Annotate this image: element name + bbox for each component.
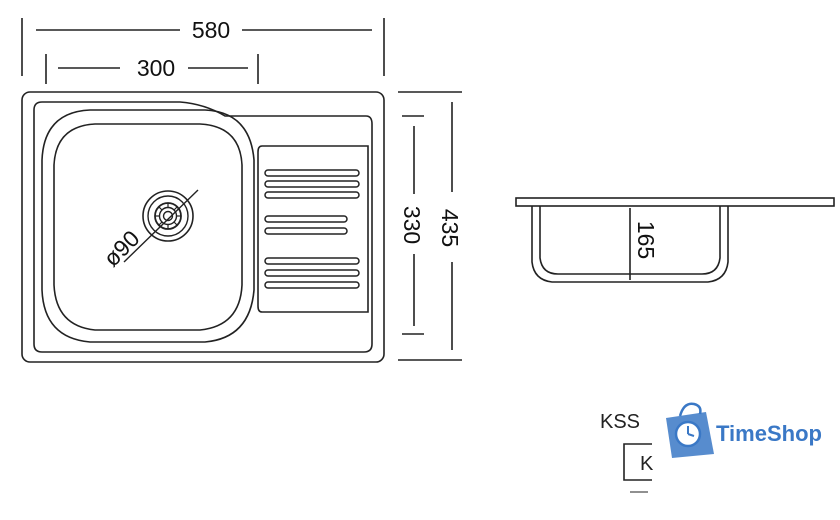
drain-outlet — [142, 190, 194, 242]
drain-grate-teeth — [155, 203, 181, 229]
dimension-bowl-width — [45, 54, 259, 84]
side-view-bowl — [531, 206, 729, 283]
label-drain-diameter: ø90 — [98, 225, 144, 271]
model-box-text: K — [640, 453, 654, 475]
sink-top-view — [21, 91, 385, 363]
label-overall-width: 580 — [192, 17, 230, 43]
sink-side-view — [515, 197, 835, 283]
model-prefix: KSS — [600, 411, 640, 433]
sink-outer-rim — [21, 91, 385, 363]
sink-inner-rim — [33, 101, 373, 353]
drainer-panel — [257, 145, 369, 313]
brand-name: TimeShop — [716, 421, 822, 446]
drainer-ribs — [264, 169, 360, 289]
bowl-outer — [41, 109, 255, 343]
label-bowl-height: 165 — [633, 221, 659, 259]
label-bowl-width: 300 — [137, 55, 175, 81]
label-overall-depth: 435 — [437, 209, 463, 247]
drain-diameter-leader — [123, 189, 199, 263]
shopping-bag-clock-icon — [666, 402, 714, 458]
dimension-overall-depth — [398, 91, 462, 361]
bowl-inner — [53, 123, 243, 331]
label-bowl-depth: 330 — [399, 206, 425, 244]
dimension-bowl-depth — [402, 115, 424, 335]
model-box — [623, 443, 652, 493]
dimension-overall-width — [21, 18, 385, 76]
side-view-rim — [515, 197, 835, 207]
